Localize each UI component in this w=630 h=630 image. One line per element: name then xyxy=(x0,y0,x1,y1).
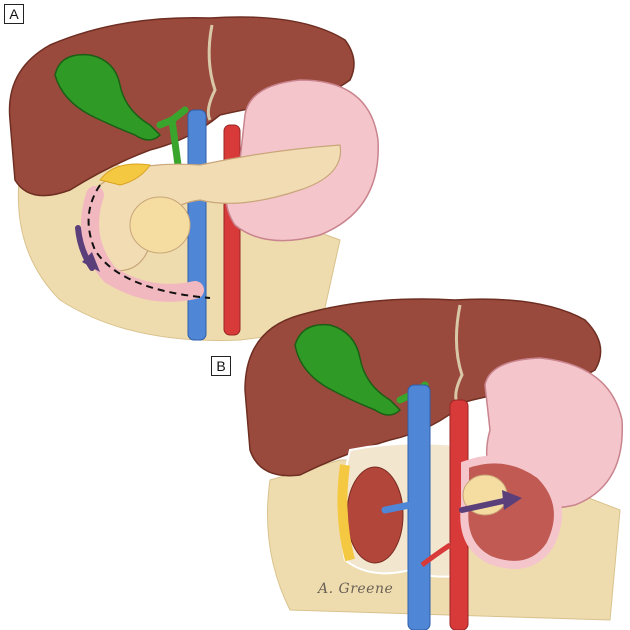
gallbladder-b xyxy=(294,323,402,416)
pancreatic-head-a xyxy=(129,196,191,254)
arrowhead-a xyxy=(82,252,100,272)
panel-label-b: B xyxy=(211,356,231,376)
panel-a-illustration: A xyxy=(0,0,400,345)
arrowhead-b xyxy=(502,490,522,510)
kidney-b xyxy=(346,466,404,564)
falciform-ligament-a xyxy=(206,24,217,121)
pancreas-a xyxy=(91,144,342,272)
aorta-a xyxy=(223,124,241,336)
fat-a xyxy=(99,163,151,186)
renal-vein-b xyxy=(381,501,414,514)
falciform-ligament-b xyxy=(454,304,464,406)
panel-b-drawing xyxy=(244,298,624,630)
incision-line-a xyxy=(87,184,211,299)
perirenal-fat-b xyxy=(337,464,355,562)
gallbladder-a xyxy=(54,53,162,141)
renal-artery-b xyxy=(420,542,452,567)
portal-vein-a xyxy=(187,109,207,341)
panel-a-drawing xyxy=(8,16,379,341)
bile-duct-a xyxy=(156,106,189,169)
panel-label-a: A xyxy=(4,4,24,24)
duodenum-a xyxy=(81,186,204,302)
artist-signature: A. Greene xyxy=(318,581,394,597)
panel-b-illustration xyxy=(240,290,630,630)
